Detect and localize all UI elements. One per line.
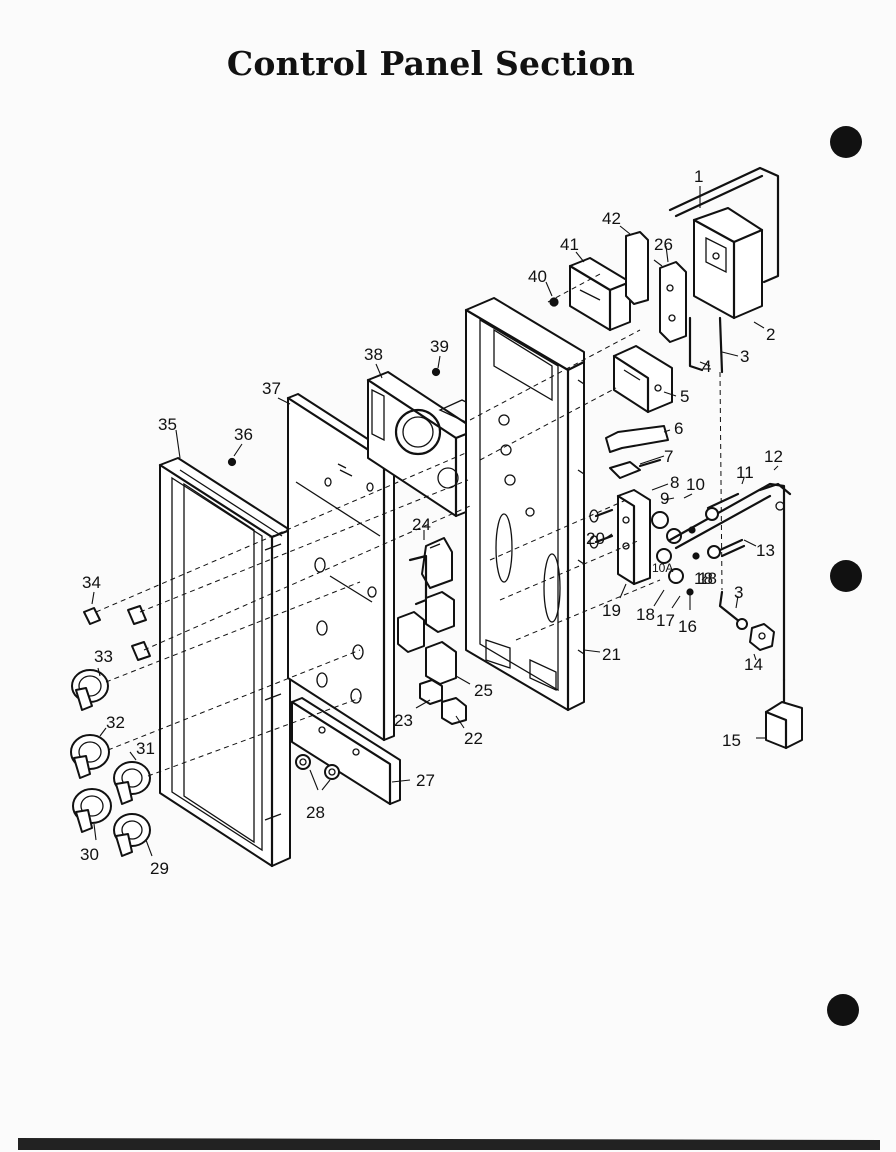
binder-hole-icon: [830, 560, 862, 592]
callout-18a: 18: [636, 605, 655, 624]
callout-40: 40: [528, 267, 547, 286]
bracket-42-part: [625, 231, 649, 305]
fitting-14-part: [749, 623, 775, 651]
bracket-26-part: [659, 261, 687, 343]
relay-bracket-part: [397, 591, 457, 685]
callout-19: 19: [602, 601, 621, 620]
callout-leaders: [91, 186, 779, 857]
callout-23: 23: [394, 711, 413, 730]
callout-3: 3: [740, 347, 749, 366]
nuts-part: [295, 754, 340, 780]
callout-8: 8: [670, 473, 679, 492]
callout-14: 14: [744, 655, 763, 674]
callout-17: 17: [656, 611, 675, 630]
callout-31: 31: [136, 739, 155, 758]
wire-4: [688, 316, 704, 372]
callout-1: 1: [694, 167, 703, 186]
callout-41: 41: [560, 235, 579, 254]
terminal-block-part: [419, 679, 467, 725]
wire-3: [718, 316, 724, 374]
callout-18b: 18: [694, 569, 713, 588]
knob-32: [70, 734, 110, 779]
binder-hole-icon: [830, 126, 862, 158]
callout-34: 34: [82, 573, 101, 592]
spring-34-part: [83, 605, 151, 661]
callout-3b: 3: [734, 583, 743, 602]
binder-hole-icon: [827, 994, 859, 1026]
switch-part: [408, 537, 453, 606]
thermostat-block-part: [616, 489, 651, 586]
capacitor-part: [568, 257, 632, 332]
rear-panel-bracket-part: [464, 297, 586, 712]
gas-tube-part: [668, 482, 792, 682]
callout-12: 12: [764, 447, 783, 466]
callout-21: 21: [602, 645, 621, 664]
callout-37: 37: [262, 379, 281, 398]
transformer-part: [692, 207, 764, 320]
callout-22: 22: [464, 729, 483, 748]
selector-switch-part: [612, 345, 673, 414]
knob-33: [71, 669, 109, 711]
callout-9: 9: [660, 489, 669, 508]
fuse-holder-part: [605, 425, 669, 453]
callout-29: 29: [150, 859, 169, 878]
callout-11: 11: [736, 463, 754, 482]
callout-13: 13: [756, 541, 775, 560]
screw-39-part: [431, 367, 441, 377]
callout-30: 30: [80, 845, 99, 864]
wire-harness-1: [668, 166, 780, 284]
knob-29: [113, 813, 151, 857]
callout-7: 7: [664, 447, 673, 466]
page-title: Control Panel Section: [226, 44, 636, 83]
callout-24: 24: [412, 515, 431, 534]
callout-10a: 10A: [652, 561, 673, 575]
callout-10: 10: [686, 475, 705, 494]
callout-26: 26: [654, 235, 673, 254]
callout-18c: 18: [698, 569, 717, 588]
callout-32: 32: [106, 713, 125, 732]
callout-15: 15: [722, 731, 741, 750]
knob-30: [72, 788, 112, 833]
connector-7-part: [609, 458, 662, 479]
callout-42: 42: [602, 209, 621, 228]
callout-5: 5: [680, 387, 689, 406]
callout-27: 27: [416, 771, 435, 790]
callout-36: 36: [234, 425, 253, 444]
knob-31: [113, 761, 151, 805]
screw-40-part: [549, 297, 559, 307]
callout-38: 38: [364, 345, 383, 364]
callout-16: 16: [678, 617, 697, 636]
front-frame-part: [158, 457, 292, 868]
callout-labels: 1 2 3 4 5 6 7 8 9 10 11 12 13 14 15 16 1…: [80, 167, 783, 878]
bottom-trim-strip-part: [290, 697, 401, 806]
callout-20: 20: [586, 529, 605, 548]
callout-4: 4: [702, 357, 711, 376]
callout-28: 28: [306, 803, 325, 822]
screw-36-part: [227, 457, 237, 467]
valve-15-part: [764, 678, 803, 750]
callout-25: 25: [474, 681, 493, 700]
assembly-alignment-lines: [95, 273, 723, 777]
callout-39: 39: [430, 337, 449, 356]
scan-edge: [18, 1138, 880, 1150]
callout-35: 35: [158, 415, 177, 434]
valve-cluster-part: [651, 511, 700, 596]
callout-2: 2: [766, 325, 775, 344]
callout-33: 33: [94, 647, 113, 666]
callout-6: 6: [674, 419, 683, 438]
